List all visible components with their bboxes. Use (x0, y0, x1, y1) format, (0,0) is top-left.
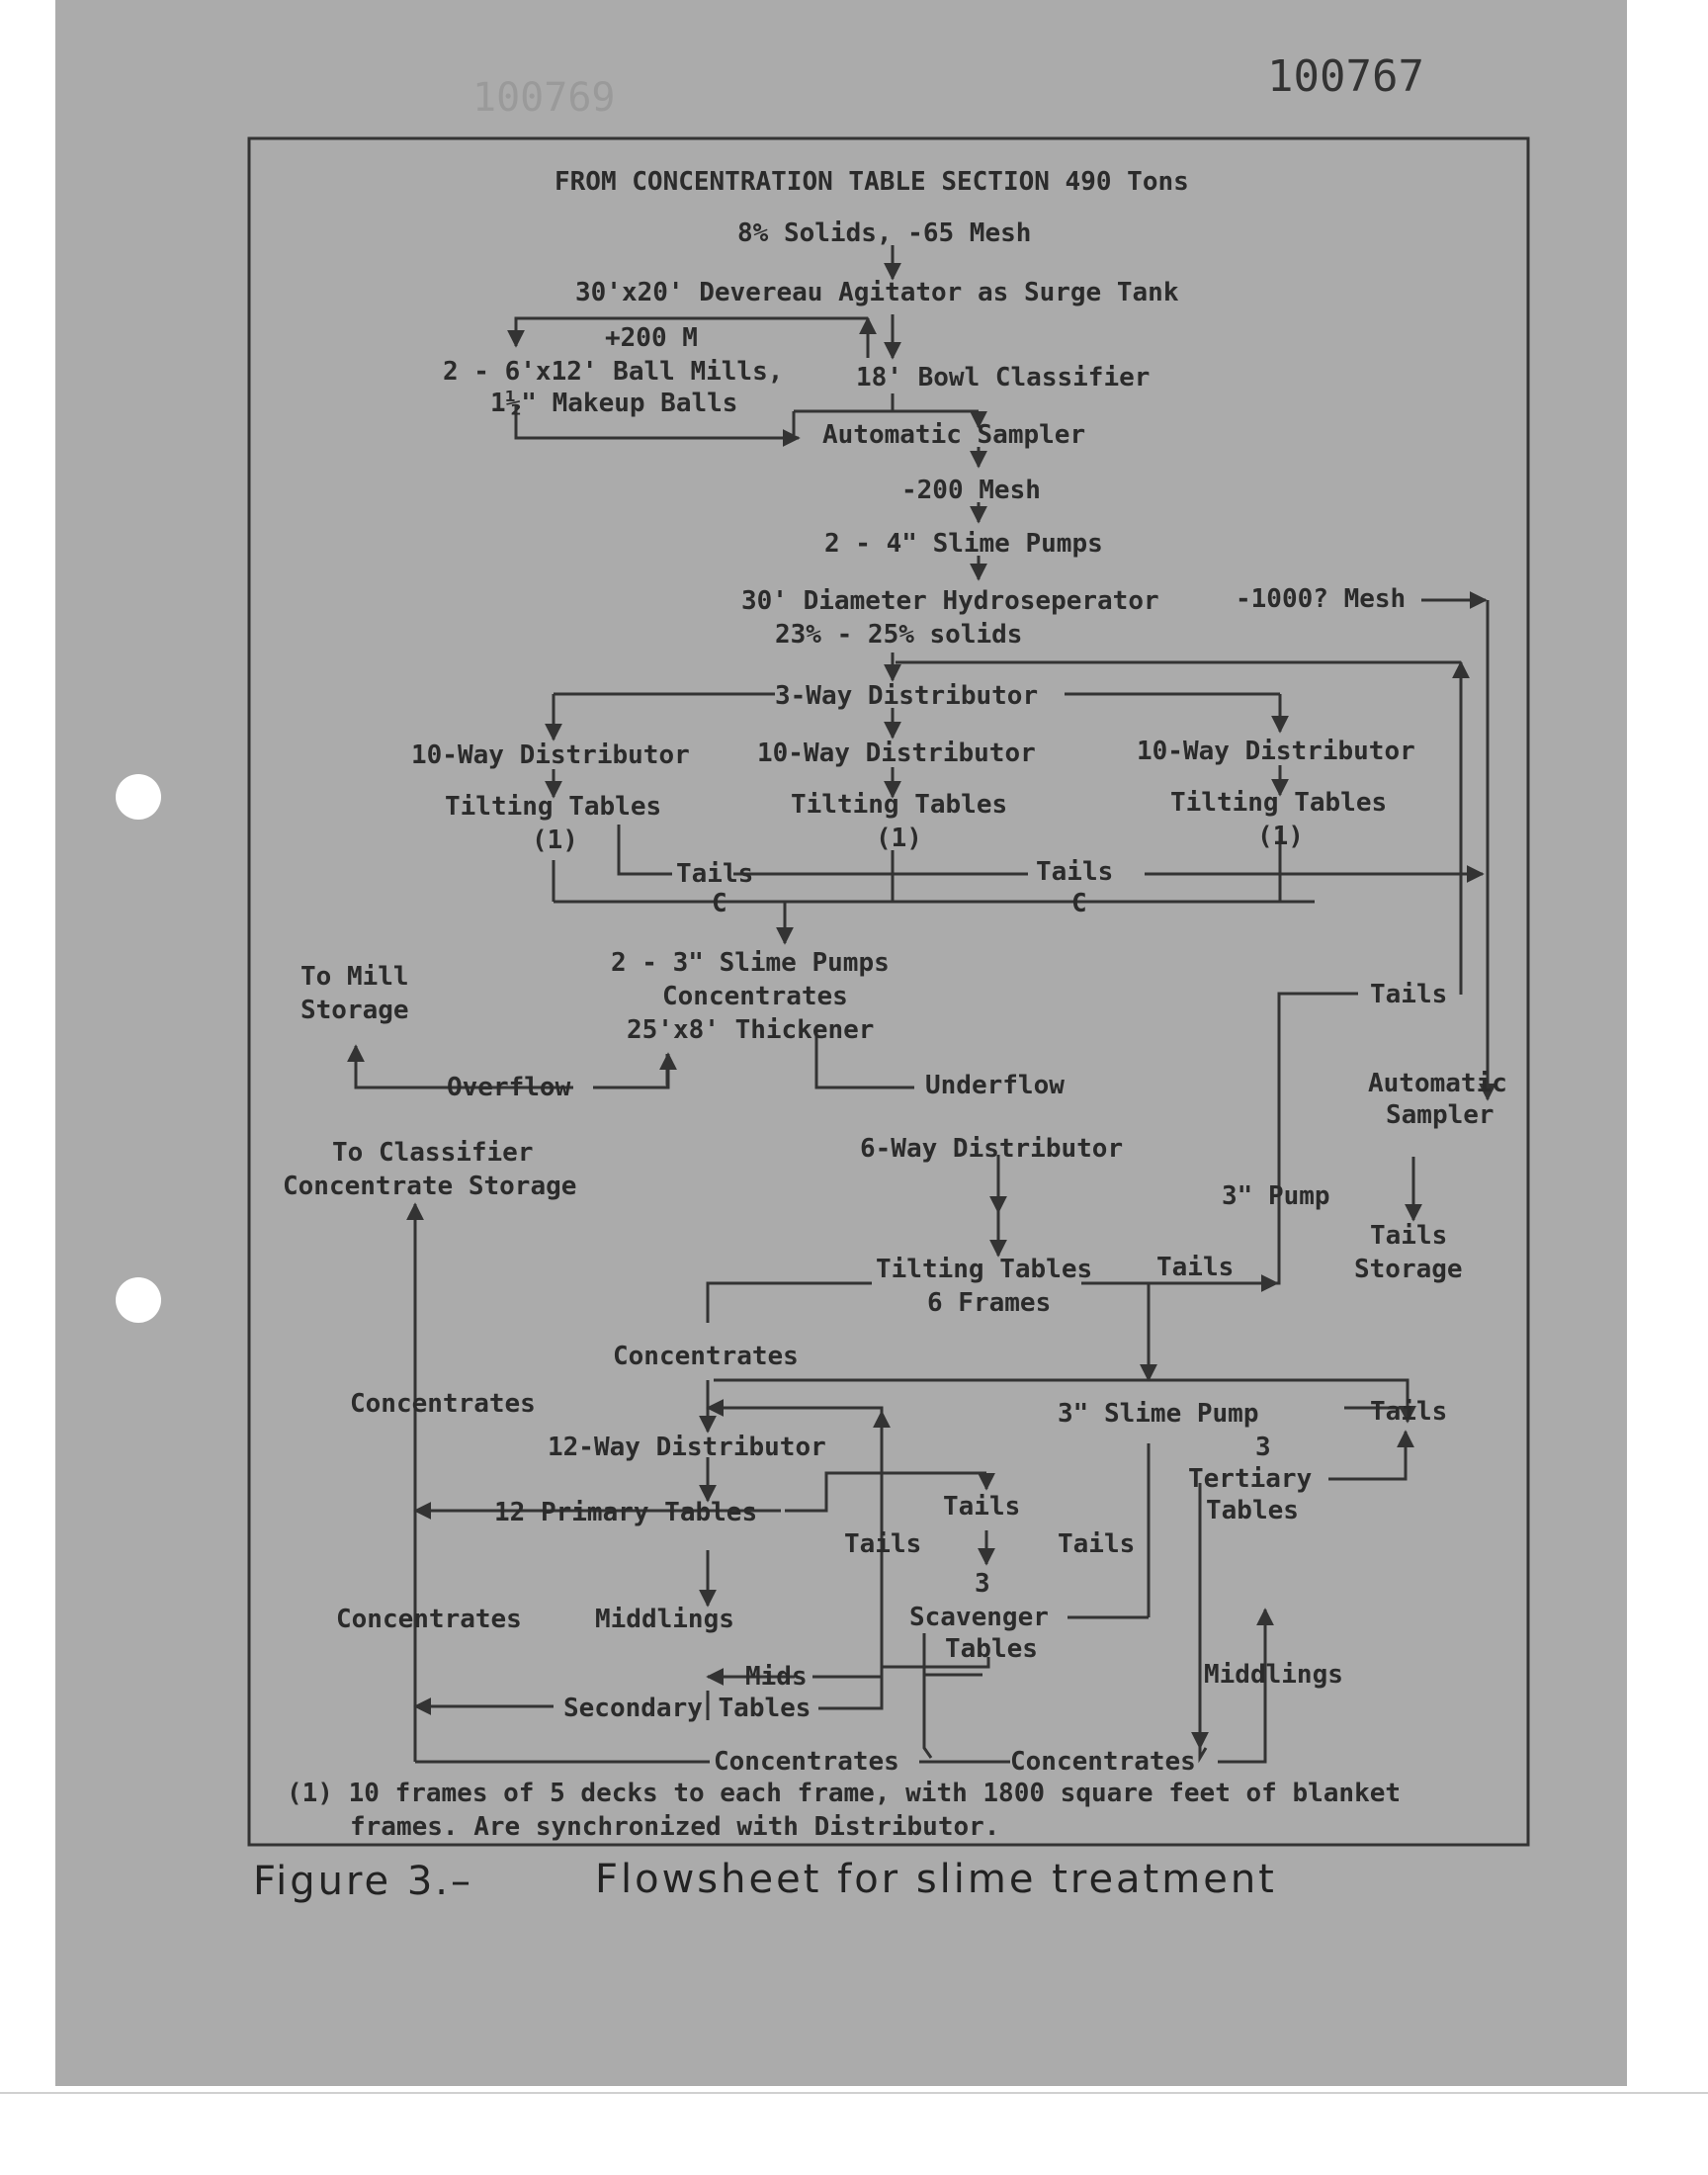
scanned-page (55, 0, 1627, 2086)
note-ref-left: (1) (532, 826, 578, 855)
thickener-label: 25'x8' Thickener (627, 1015, 874, 1045)
tilting-tables-center: Tilting Tables (791, 790, 1007, 820)
tilting-tables-right: Tilting Tables (1170, 788, 1387, 818)
to-classifier-label-2: Concentrate Storage (283, 1172, 576, 1201)
to-mill-label-2: Storage (300, 996, 409, 1025)
bowl-classifier-label: 18' Bowl Classifier (856, 363, 1150, 392)
middlings-label-tertiary: Middlings (1204, 1660, 1343, 1690)
tails-label-b: Tails (1036, 857, 1113, 887)
tertiary-label: Tertiary (1188, 1464, 1312, 1494)
automatic-sampler-2-label-1: Automatic (1368, 1069, 1507, 1098)
concentrates-label-bottom-2: Concentrates (1010, 1747, 1196, 1777)
ten-way-distributor-center: 10-Way Distributor (757, 739, 1036, 768)
figure-title: Flowsheet for slime treatment (595, 1857, 1277, 1902)
to-mill-label-1: To Mill (300, 962, 409, 992)
tails-label-6frames: Tails (1156, 1253, 1234, 1282)
ten-way-distributor-right: 10-Way Distributor (1137, 737, 1415, 766)
scavenger-count-label: 3 (975, 1569, 990, 1599)
automatic-sampler-2-label-2: Sampler (1386, 1100, 1494, 1130)
overflow-label: Overflow (447, 1073, 571, 1102)
tilting-tables-left: Tilting Tables (445, 792, 661, 822)
agitator-label: 30'x20' Devereau Agitator as Surge Tank (575, 278, 1179, 307)
tertiary-tables-label: Tables (1206, 1496, 1299, 1525)
concentrates-label-bottom-1: Concentrates (714, 1747, 899, 1777)
slime-pumps-4-label: 2 - 4" Slime Pumps (824, 529, 1103, 559)
tails-label-tertiary: Tails (1370, 1397, 1447, 1427)
tilting-tables-6-label: Tilting Tables (876, 1255, 1092, 1284)
concentrates-label-thickener: Concentrates (662, 982, 848, 1011)
ball-mills-label-2: 1½" Makeup Balls (490, 389, 737, 418)
secondary-tables-label: Secondary Tables (563, 1694, 811, 1723)
concentrate-c-right: C (1071, 889, 1087, 918)
concentrates-label-left-2: Concentrates (336, 1605, 522, 1634)
three-way-distributor-label: 3-Way Distributor (775, 681, 1038, 711)
footnote-line-2: frames. Are synchronized with Distributo… (350, 1812, 999, 1842)
document-number-stamp: 100767 (1267, 51, 1424, 102)
header-line-1: FROM CONCENTRATION TABLE SECTION 490 Ton… (555, 167, 1189, 197)
pump-3-label: 3" Pump (1222, 1181, 1330, 1211)
tails-label-scav-right: Tails (1058, 1529, 1135, 1559)
concentrate-c-left: C (712, 889, 727, 918)
diagram-border (247, 136, 1530, 1847)
punch-hole (116, 774, 161, 820)
six-way-distributor-label: 6-Way Distributor (860, 1134, 1123, 1164)
tertiary-count-label: 3 (1255, 1433, 1271, 1462)
minus-200-mesh-label: -200 Mesh (901, 476, 1041, 505)
twelve-way-distributor-label: 12-Way Distributor (548, 1433, 826, 1462)
tails-label-primary: Tails (943, 1492, 1020, 1522)
hydroseparator-label-2: 23% - 25% solids (775, 620, 1022, 650)
ten-way-distributor-left: 10-Way Distributor (411, 740, 690, 770)
scavenger-tables-label: Tables (945, 1634, 1038, 1664)
ghost-stamp: 100769 (472, 75, 616, 121)
middlings-label-primary: Middlings (595, 1605, 734, 1634)
hydroseparator-label-1: 30' Diameter Hydroseperator (741, 586, 1159, 616)
concentrates-label-left-1: Concentrates (350, 1389, 536, 1419)
underflow-label: Underflow (925, 1071, 1065, 1100)
scavenger-label: Scavenger (909, 1603, 1049, 1632)
figure-number: Figure 3.– (253, 1859, 473, 1904)
tails-storage-label-1: Tails (1370, 1221, 1447, 1251)
tails-storage-label-2: Storage (1354, 1255, 1463, 1284)
mids-label: Mids (745, 1662, 808, 1692)
header-line-2: 8% Solids, -65 Mesh (737, 218, 1031, 248)
plus-200-label: +200 M (605, 323, 698, 353)
minus-1000-mesh-label: -1000? Mesh (1236, 584, 1406, 614)
to-classifier-label-1: To Classifier (332, 1138, 534, 1168)
note-ref-center: (1) (876, 824, 922, 853)
six-frames-label: 6 Frames (927, 1288, 1051, 1318)
slime-pump-3-label: 3" Slime Pump (1058, 1399, 1259, 1429)
scan-edge-line (0, 2092, 1708, 2094)
concentrates-label-6frames: Concentrates (613, 1342, 799, 1371)
automatic-sampler-label: Automatic Sampler (822, 420, 1085, 450)
ball-mills-label-1: 2 - 6'x12' Ball Mills, (443, 357, 783, 387)
tails-label-scav-left: Tails (844, 1529, 921, 1559)
primary-tables-label: 12 Primary Tables (494, 1498, 757, 1527)
tails-label-a: Tails (676, 859, 753, 889)
footnote-line-1: (1) 10 frames of 5 decks to each frame, … (287, 1779, 1401, 1808)
punch-hole (116, 1277, 161, 1323)
flow-lines (347, 245, 1496, 1764)
tails-label-hydro: Tails (1370, 980, 1447, 1009)
note-ref-right: (1) (1257, 822, 1304, 851)
slime-pumps-3-label: 2 - 3" Slime Pumps (611, 948, 890, 978)
